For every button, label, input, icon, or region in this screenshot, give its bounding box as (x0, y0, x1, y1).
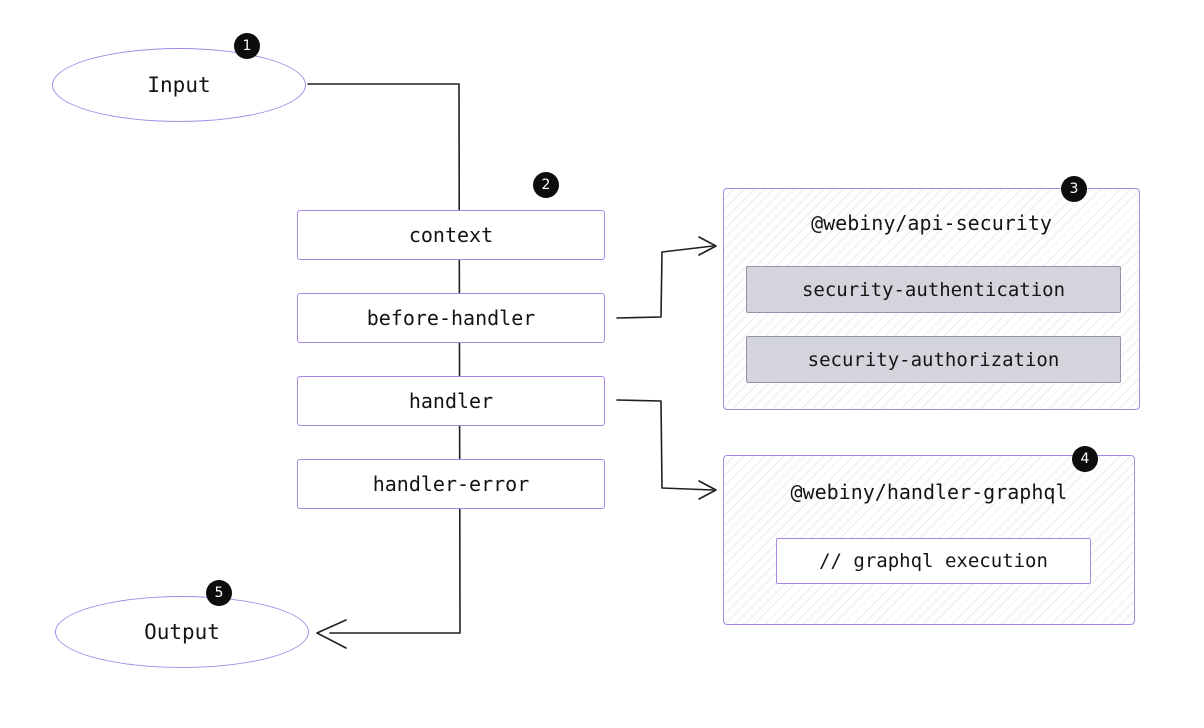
connector-input-to-output (307, 83, 461, 634)
arrowhead-handler-graphql-icon (698, 480, 717, 500)
package-api-security: @webiny/api-security security-authentica… (723, 188, 1140, 410)
connector-before-handler-to-api-security (616, 245, 714, 319)
plugin-security-authorization: security-authorization (746, 336, 1121, 383)
plugin-security-authorization-label: security-authorization (807, 348, 1060, 371)
node-handler-error-label: handler-error (372, 472, 530, 496)
package-handler-graphql: @webiny/handler-graphql // graphql execu… (723, 455, 1135, 625)
badge-api-security: 3 (1061, 176, 1087, 202)
node-output-label: Output (144, 620, 220, 644)
package-handler-graphql-title: @webiny/handler-graphql (790, 480, 1068, 504)
node-input: Input (52, 48, 306, 122)
badge-handler-graphql: 4 (1072, 446, 1098, 472)
package-api-security-title: @webiny/api-security (811, 211, 1052, 235)
badge-pipeline: 2 (533, 172, 559, 198)
node-output: Output (55, 596, 309, 668)
node-context: context (297, 210, 605, 260)
plugin-security-authentication: security-authentication (746, 266, 1121, 313)
arrowhead-api-security-icon (698, 236, 717, 256)
node-input-label: Input (147, 73, 211, 97)
plugin-security-authentication-label: security-authentication (801, 278, 1066, 301)
node-handler-error: handler-error (297, 459, 605, 509)
node-handler-label: handler (408, 389, 494, 413)
connector-handler-to-handler-graphql (616, 399, 714, 491)
plugin-graphql-execution-label: // graphql execution (819, 550, 1048, 572)
plugin-graphql-execution: // graphql execution (776, 538, 1091, 584)
node-before-handler-label: before-handler (366, 306, 536, 330)
badge-input: 1 (234, 33, 260, 59)
badge-output: 5 (206, 580, 232, 606)
arrowhead-output-icon (316, 619, 347, 649)
node-context-label: context (408, 223, 494, 247)
node-before-handler: before-handler (297, 293, 605, 343)
node-handler: handler (297, 376, 605, 426)
